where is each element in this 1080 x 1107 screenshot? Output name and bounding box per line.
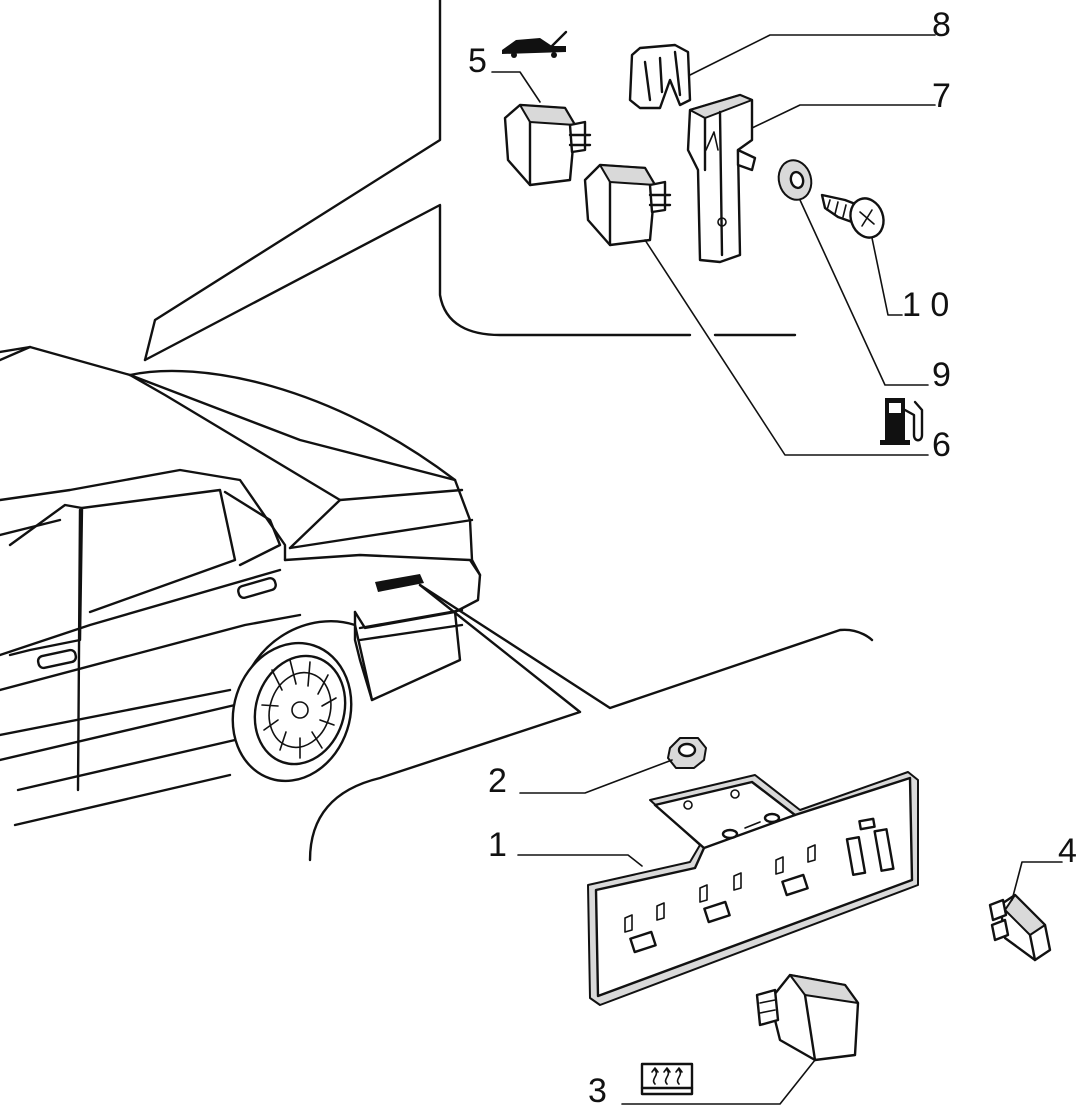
trunk-open-icon (502, 30, 568, 58)
leader-lines (491, 34, 1063, 1105)
callout-4: 4 (1058, 832, 1077, 870)
part-8-clip (628, 43, 692, 110)
callout-6: 6 (932, 426, 951, 464)
part-5-relay (503, 103, 592, 187)
part-4-relay (988, 893, 1052, 962)
callout-3: 3 (588, 1072, 607, 1107)
part-3-relay (755, 973, 860, 1062)
detail-frame-upper (143, 0, 797, 362)
part-6-relay (583, 163, 672, 247)
callout-5: 5 (468, 42, 487, 80)
wheel (231, 641, 353, 783)
detail-frame-lower (308, 583, 874, 862)
callout-7: 7 (932, 77, 951, 115)
callout-2: 2 (488, 762, 507, 800)
callout-labels: 5 8 7 1 0 9 6 2 1 4 3 (468, 6, 1077, 1107)
car-illustration (0, 345, 482, 827)
callout-1: 1 (488, 826, 507, 864)
callout-8: 8 (932, 6, 951, 44)
part-7-bracket (686, 93, 757, 264)
part-9-washer (777, 159, 813, 201)
callout-10: 1 0 (902, 286, 949, 324)
fuel-pump-icon (880, 398, 924, 445)
callout-9: 9 (932, 356, 951, 394)
part-2-nut (667, 737, 707, 769)
rear-defrost-icon (640, 1062, 694, 1096)
part-10-screw (820, 193, 885, 239)
part-1-plate (587, 771, 919, 1006)
